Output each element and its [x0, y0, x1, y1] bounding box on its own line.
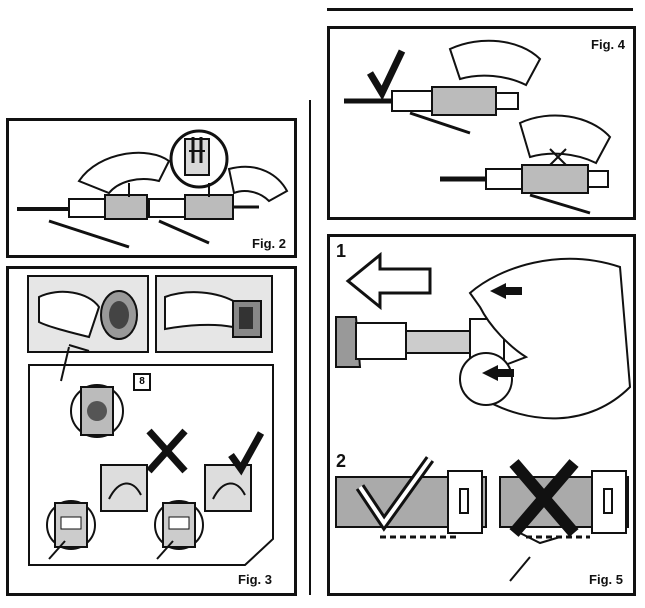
figure-3-label: Fig. 3	[236, 572, 274, 587]
check-mark-icon	[231, 433, 261, 469]
check-mark-icon	[370, 51, 402, 93]
figure-4-label: Fig. 4	[589, 37, 627, 52]
figure-3-illustration	[9, 269, 294, 593]
figure-5-illustration	[330, 237, 633, 593]
cross-mark-icon	[149, 431, 185, 471]
figure-2-illustration	[9, 121, 294, 255]
arrow-left-icon	[348, 255, 430, 307]
figure-5-step-1: 1	[336, 241, 346, 262]
top-rule	[327, 8, 633, 11]
column-divider	[309, 100, 311, 595]
figure-4-illustration	[330, 29, 633, 217]
figure-5-step-2: 2	[336, 451, 346, 472]
figure-3-inset-marker: 8	[133, 373, 151, 391]
figure-5-panel: 1 2	[327, 234, 636, 596]
figure-5-label: Fig. 5	[587, 572, 625, 587]
figure-2-panel: Fig. 2	[6, 118, 297, 258]
figure-3-panel: 8 Fig. 3	[6, 266, 297, 596]
figure-4-panel: Fig. 4	[327, 26, 636, 220]
figure-2-label: Fig. 2	[250, 236, 288, 251]
